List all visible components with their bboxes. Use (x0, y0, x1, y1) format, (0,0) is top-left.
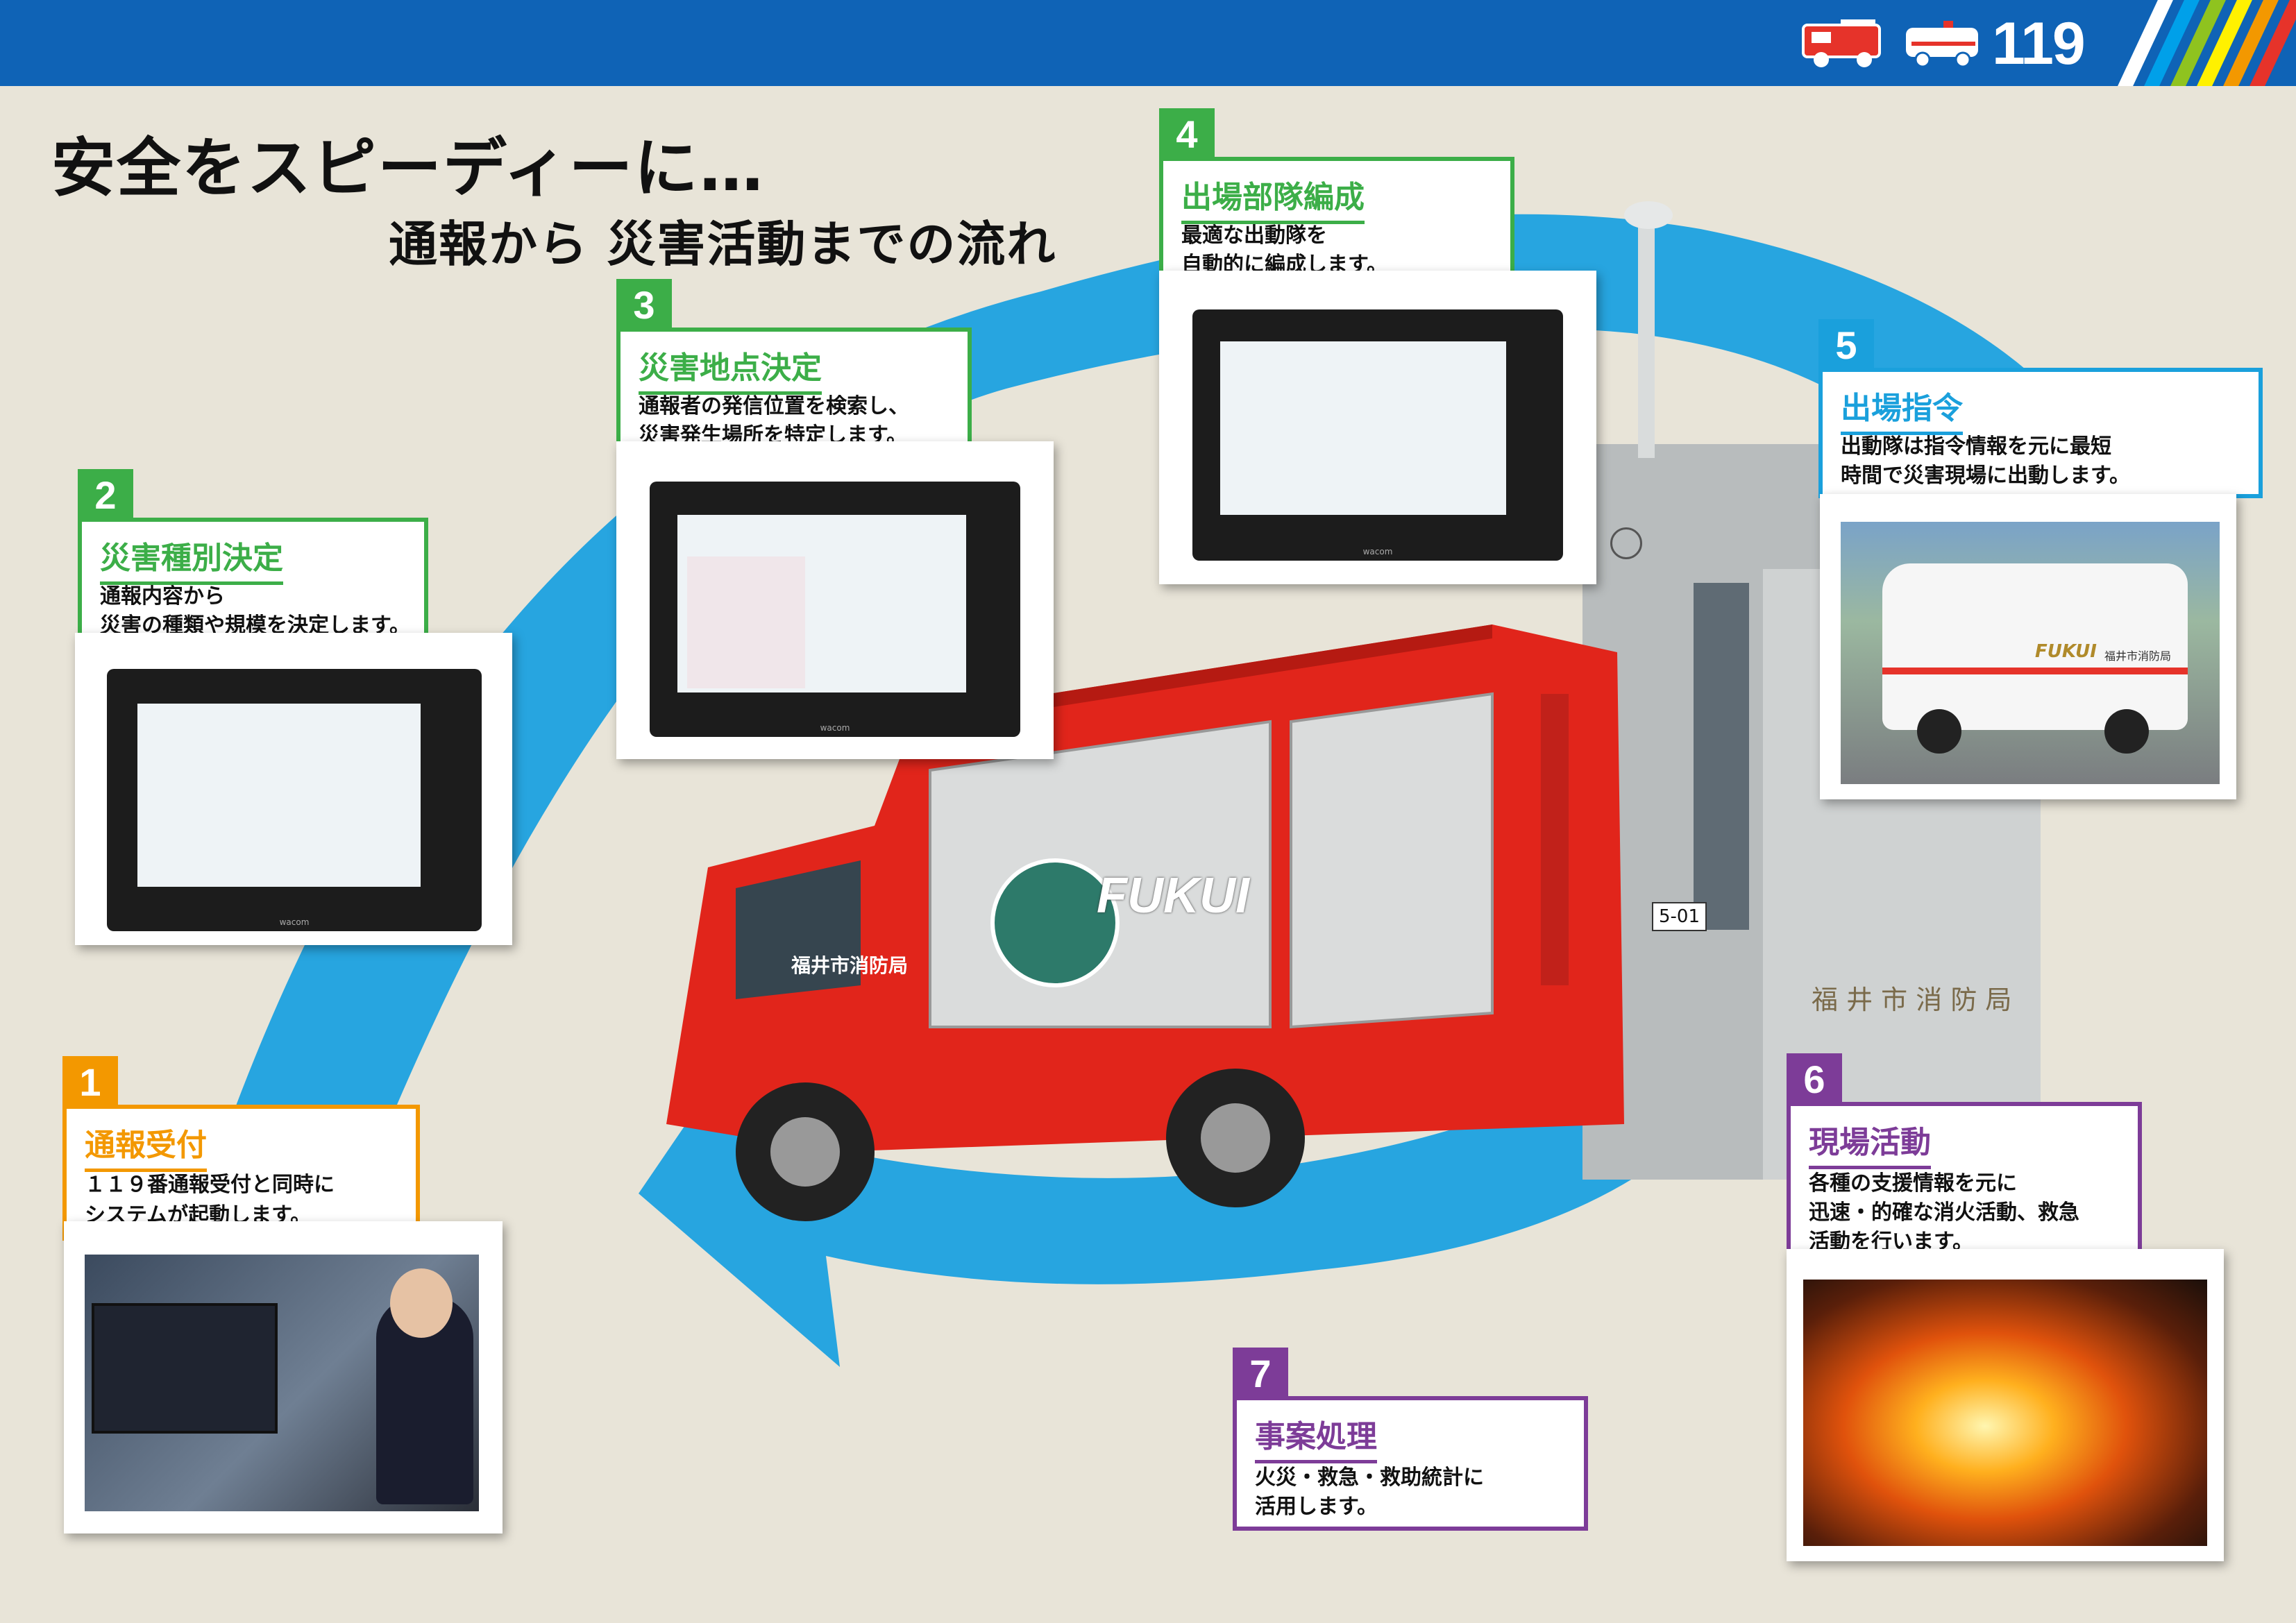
fire-engine-icon (1802, 19, 1881, 67)
monitor-brand: wacom (820, 723, 850, 733)
ambulance-stripe (1882, 668, 2188, 674)
header-bar: 119 (0, 0, 2296, 86)
step-7-title: 事案処理 (1255, 1411, 1377, 1463)
step-3-photo: wacom (616, 441, 1054, 759)
fire-scene-photo (1803, 1280, 2207, 1546)
step-2-line-1: 通報内容から (100, 584, 225, 609)
tower-dish (1624, 201, 1673, 229)
step-1-title: 通報受付 (85, 1120, 207, 1172)
step-6-title: 現場活動 (1809, 1117, 1931, 1169)
page-title: 安全をスピーディーに… (51, 131, 765, 205)
step-6-number: 6 (1787, 1053, 1842, 1106)
flow-arrow-band (229, 214, 2124, 1124)
step-4-number: 4 (1159, 108, 1215, 161)
building-window (1694, 583, 1749, 930)
step-1-photo (64, 1221, 503, 1533)
page-subtitle: 通報から 災害活動までの流れ (389, 216, 1057, 273)
step-1-box: 1 通報受付 １１９番通報受付と同時に システムが起動します。 (62, 1056, 420, 1241)
operator-head (390, 1268, 453, 1338)
step-3-title: 災害地点決定 (639, 343, 822, 395)
step-6-box: 6 現場活動 各種の支援情報を元に 迅速・的確な消火活動、救急 活動を行います。 (1787, 1053, 2142, 1266)
step-6-photo (1787, 1249, 2224, 1561)
step-4-box: 4 出場部隊編成 最適な出動隊を 自動的に編成します。 (1159, 108, 1514, 287)
tablet-monitor: wacom (107, 669, 482, 931)
step-7-box: 7 事案処理 火災・救急・救助統計に 活用します。 (1233, 1348, 1588, 1531)
ambulance-body: FUKUI 福井市消防局 (1882, 563, 2188, 730)
step-5-title: 出場指令 (1841, 383, 1963, 435)
step-5-line-2: 時間で災害現場に出動します。 (1841, 464, 2130, 488)
ambulance-wheel (1917, 709, 1961, 754)
step-4-line-1: 最適な出動隊を (1181, 223, 1327, 248)
monitor-brand: wacom (1362, 547, 1393, 556)
ambulance-photo: FUKUI 福井市消防局 (1841, 522, 2220, 784)
step-5-line-1: 出動隊は指令情報を元に最短 (1841, 434, 2111, 459)
step-7-line-2: 活用します。 (1255, 1495, 1378, 1519)
ambulance-wheel (2104, 709, 2149, 754)
tablet-monitor: wacom (1192, 309, 1563, 561)
operator-photo (85, 1255, 479, 1511)
emergency-number: 119 (1992, 10, 2086, 77)
step-3-line-1: 通報者の発信位置を検索し、 (639, 394, 909, 418)
step-2-photo: wacom (75, 633, 512, 945)
map-screen (677, 515, 966, 692)
radio-tower (1638, 208, 1655, 458)
step-4-photo: wacom (1159, 271, 1596, 584)
truck-station-label: 福井市消防局 (791, 954, 909, 977)
step-2-number: 2 (78, 469, 133, 522)
monitor-brand: wacom (279, 917, 310, 927)
map-area (687, 556, 805, 688)
step-7-number: 7 (1233, 1348, 1288, 1400)
step-5-number: 5 (1818, 319, 1874, 372)
unit-screen (1220, 341, 1506, 515)
ambulance-station-label: 福井市消防局 (2104, 649, 2172, 663)
truck-number-plate: 5-01 (1652, 902, 1707, 931)
step-2-box: 2 災害種別決定 通報内容から 災害の種類や規模を決定します。 (78, 469, 428, 648)
step-7-line-1: 火災・救急・救助統計に (1255, 1465, 1484, 1490)
step-3-number: 3 (616, 279, 672, 332)
tablet-screen (137, 704, 421, 887)
tablet-monitor: wacom (650, 482, 1020, 737)
building-clock-icon (1610, 527, 1642, 559)
building-sign: 福 井 市 消 防 局 (1812, 985, 2012, 1015)
step-1-number: 1 (62, 1056, 118, 1109)
step-3-box: 3 災害地点決定 通報者の発信位置を検索し、 災害発生場所を特定します。 (616, 279, 972, 458)
step-6-line-1: 各種の支援情報を元に (1809, 1171, 2017, 1196)
step-5-photo: FUKUI 福井市消防局 (1820, 494, 2236, 799)
step-6-line-2: 迅速・的確な消火活動、救急 (1809, 1200, 2079, 1225)
step-4-title: 出場部隊編成 (1181, 172, 1365, 224)
step-1-line-1: １１９番通報受付と同時に (85, 1173, 335, 1197)
step-2-title: 災害種別決定 (100, 533, 283, 585)
ambulance-lettering: FUKUI (2035, 641, 2097, 662)
truck-lettering: FUKUI (1097, 868, 1249, 924)
console-monitor (92, 1303, 278, 1434)
step-5-box: 5 出場指令 出動隊は指令情報を元に最短 時間で災害現場に出動します。 (1818, 319, 2263, 498)
ambulance-icon (1906, 21, 1978, 68)
